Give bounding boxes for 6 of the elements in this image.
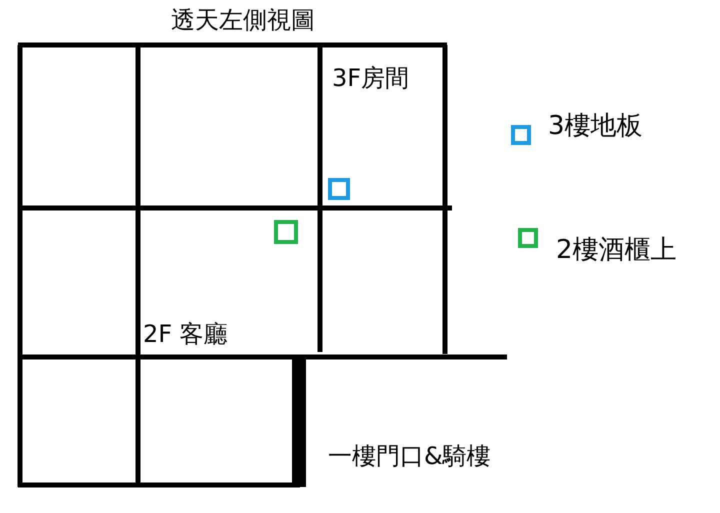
room-label: 2F 客廳 bbox=[143, 320, 228, 348]
legend-label: 2樓酒櫃上 bbox=[556, 236, 677, 264]
area-label: 一樓門口&騎樓 bbox=[328, 442, 491, 470]
legend-label: 3樓地板 bbox=[548, 112, 643, 140]
plan-title: 透天左側視圖 bbox=[171, 6, 315, 34]
room-label: 3F房間 bbox=[332, 64, 410, 92]
